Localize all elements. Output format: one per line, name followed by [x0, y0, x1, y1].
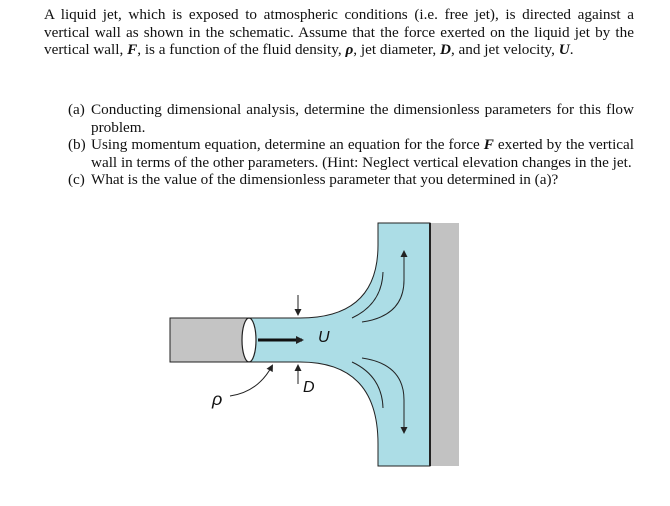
part-b-var: F [483, 136, 494, 154]
lower-streamline [361, 357, 408, 434]
problem-mid3: , and jet velocity, [450, 41, 559, 59]
fluid-jet [244, 222, 431, 467]
upper-inner-streamline [351, 271, 384, 319]
part-b-label: (b) [68, 136, 86, 154]
nozzle-pipe [169, 317, 250, 363]
part-a: (a) Conducting dimensional analysis, det… [68, 101, 634, 136]
problem-mid2: , jet diameter, [353, 41, 440, 59]
part-b-text-post: exerted by the vertical wall in terms of… [91, 136, 634, 171]
problem-statement: A liquid jet, which is exposed to atmosp… [44, 6, 634, 59]
question-parts: (a) Conducting dimensional analysis, det… [68, 101, 634, 189]
density-leader [229, 364, 273, 397]
nozzle-exit [241, 317, 257, 363]
problem-end: . [569, 41, 574, 59]
label-density: ρ [211, 389, 222, 409]
part-c: (c) What is the value of the dimensionle… [68, 171, 634, 189]
vertical-wall [430, 223, 459, 466]
part-a-text: Conducting dimensional analysis, determi… [91, 101, 634, 136]
part-b-text-pre: Using momentum equation, determine an eq… [91, 136, 484, 154]
label-velocity: U [318, 329, 330, 346]
var-force: F [127, 41, 138, 59]
var-velocity: U [558, 41, 570, 59]
problem-mid1: , is a function of the fluid density, [137, 41, 346, 59]
problem-intro: A liquid jet, which is exposed to atmosp… [44, 6, 634, 59]
part-c-label: (c) [68, 171, 85, 189]
part-b: (b) Using momentum equation, determine a… [68, 136, 634, 171]
var-density: ρ [345, 41, 354, 59]
part-a-label: (a) [68, 101, 85, 118]
label-diameter: D [303, 379, 315, 396]
lower-inner-streamline [351, 361, 384, 409]
part-c-text: What is the value of the dimensionless p… [91, 171, 559, 189]
var-diameter: D [439, 41, 451, 59]
upper-streamline [361, 250, 408, 323]
